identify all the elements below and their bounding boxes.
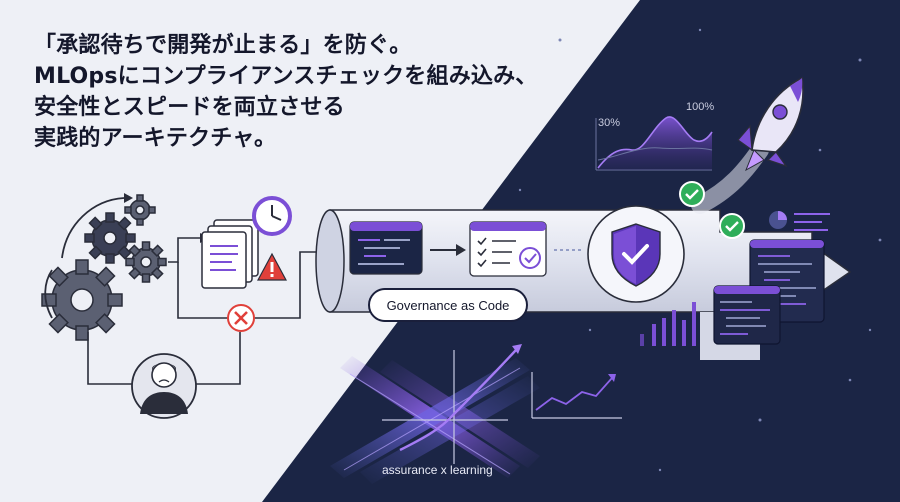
shield-check-icon: [587, 205, 685, 303]
worried-person-icon: [131, 353, 197, 419]
chart-label-low: 30%: [598, 117, 620, 129]
stars-decoration: [518, 28, 882, 472]
gears-icon: [41, 194, 167, 341]
bar-chart-icon: [640, 302, 696, 346]
headline-line-1: 「承認待ちで開発が止まる」を防ぐ。: [34, 33, 412, 58]
trend-chart-icon: [531, 372, 622, 419]
headline: 「承認待ちで開発が止まる」を防ぐ。 MLOpsにコンプライアンスチェックを組み込…: [34, 30, 538, 154]
warning-icon: [256, 252, 288, 281]
clock-icon: [252, 196, 292, 236]
axis-graph: [382, 344, 522, 464]
governance-label: Governance as Code: [368, 288, 528, 322]
chart-label-high: 100%: [686, 101, 714, 113]
error-icon: [227, 304, 255, 332]
footer-caption: assurance x learning: [382, 463, 493, 477]
cycle-arrow: [61, 197, 125, 259]
code-window-icon: [349, 221, 423, 275]
headline-line-4: 実践的アーキテクチャ。: [34, 126, 277, 151]
check-badge-icon: [719, 213, 745, 239]
trend-area-chart: [595, 116, 713, 171]
flow-lines: [87, 237, 324, 385]
headline-line-3: 安全性とスピードを両立させる: [34, 95, 345, 120]
rocket-icon: [691, 76, 804, 214]
dashboard-widget: [769, 211, 830, 231]
code-window-icon: [713, 285, 781, 345]
documents-icon: [201, 219, 259, 289]
checklist-icon: [469, 221, 547, 277]
headline-line-2: MLOpsにコンプライアンスチェックを組み込み、: [34, 64, 538, 89]
check-badge-icon: [679, 181, 705, 207]
